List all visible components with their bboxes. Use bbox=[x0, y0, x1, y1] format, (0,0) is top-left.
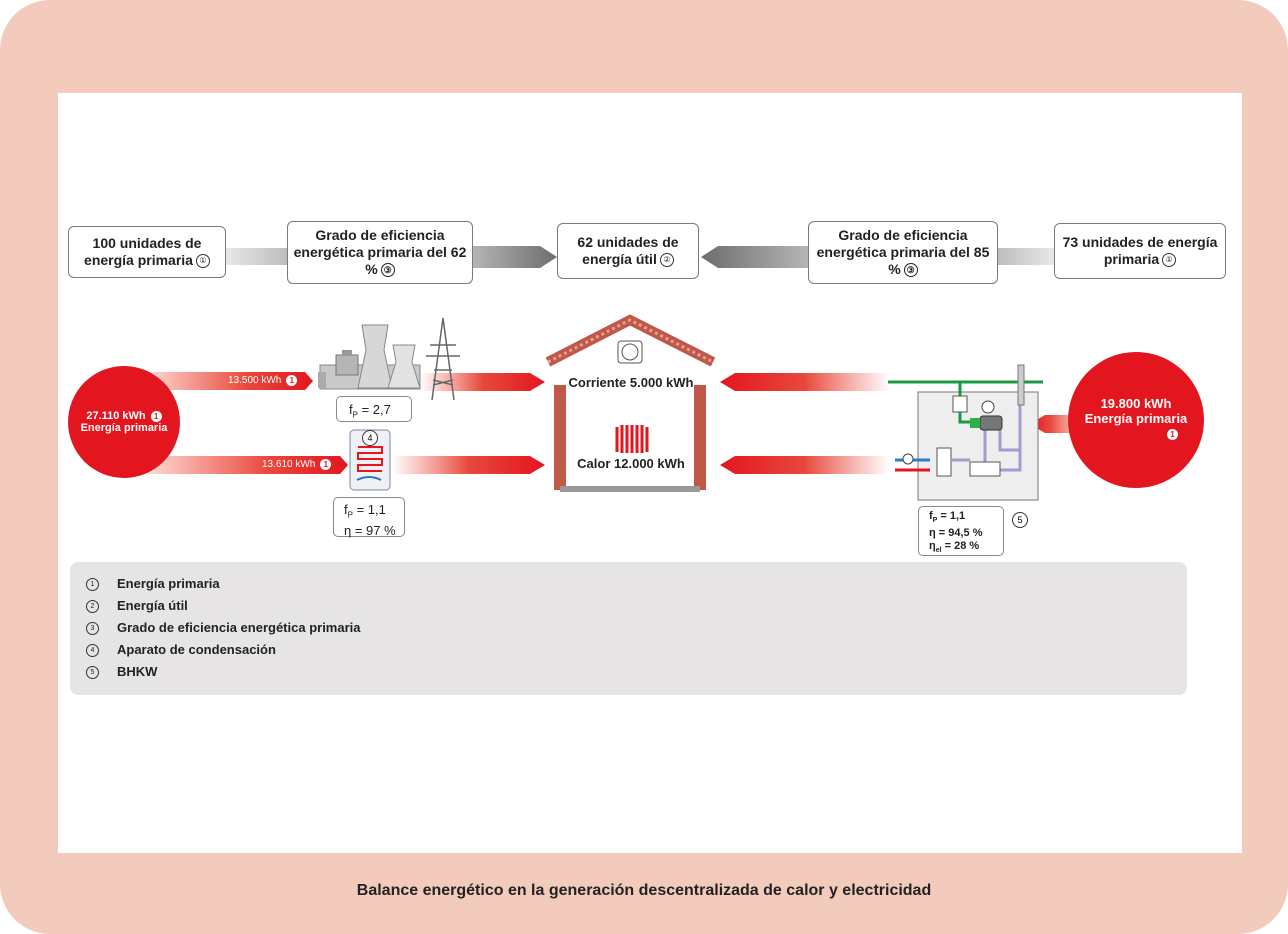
flow-label-power-plant: 13.500 kWh 1 bbox=[228, 375, 298, 387]
flow-value: 13.610 kWh bbox=[262, 459, 316, 471]
eta-el-label: η bbox=[929, 540, 936, 553]
chp-marker: 5 bbox=[1012, 512, 1028, 528]
legend-num: 4 bbox=[86, 644, 99, 658]
box-text: Grado de eficiencia energética primaria … bbox=[293, 227, 467, 277]
pylon-icon bbox=[426, 317, 460, 401]
ref-marker: ① bbox=[195, 254, 210, 269]
eta-value: η = 97 % bbox=[344, 522, 396, 538]
factor-sub: P bbox=[352, 410, 358, 420]
ref-marker: ③ bbox=[380, 263, 395, 278]
fp-value: = 1,1 bbox=[940, 510, 966, 522]
flow-value: 13.500 kWh bbox=[228, 375, 282, 387]
ref-marker: 1 bbox=[286, 375, 298, 386]
left-primary-energy-circle: 27.110 kWh 1 Energía primaria bbox=[68, 366, 180, 478]
top-arrow-left bbox=[701, 246, 808, 268]
legend-item: 2 Energía útil bbox=[86, 598, 188, 614]
ref-marker: ② bbox=[659, 253, 674, 268]
ref-marker: 1 bbox=[320, 459, 332, 470]
legend-num: 1 bbox=[86, 578, 99, 592]
ref-marker: ③ bbox=[903, 263, 918, 278]
box-efficiency-85: Grado de eficiencia energética primaria … bbox=[808, 221, 998, 284]
right-source-value: 19.800 kWh bbox=[1100, 396, 1172, 411]
legend: 1 Energía primaria 2 Energía útil 3 Grado d… bbox=[70, 562, 1187, 695]
house-electricity-label: Corriente 5.000 kWh bbox=[568, 375, 694, 390]
flow-label-boiler: 13.610 kWh 1 bbox=[262, 459, 332, 471]
flow-to-boiler bbox=[148, 456, 348, 474]
left-source-label: Energía primaria bbox=[80, 422, 168, 434]
flow-source-to-chp bbox=[1030, 415, 1080, 433]
house-heat-label: Calor 12.000 kWh bbox=[577, 456, 685, 471]
eta-value: η = 94,5 % bbox=[929, 527, 983, 540]
diagram-caption: Balance energético en la generación desc… bbox=[356, 882, 932, 899]
flow-chp-elec-to-house bbox=[720, 373, 890, 391]
top-connector-2 bbox=[998, 248, 1054, 265]
power-plant-icon bbox=[318, 324, 421, 390]
left-source-value: 27.110 kWh bbox=[86, 410, 146, 422]
ref-marker: ① bbox=[1162, 253, 1177, 268]
legend-label: BHKW bbox=[117, 664, 158, 679]
box-text: 73 unidades de energía primaria bbox=[1062, 234, 1218, 267]
ref-marker: 1 bbox=[1167, 429, 1178, 441]
factor-sub: P bbox=[932, 517, 938, 525]
chp-marker-num: 5 bbox=[1017, 515, 1023, 525]
factor-label: f bbox=[929, 510, 933, 522]
right-primary-energy-circle: 19.800 kWh Energía primaria 1 bbox=[1068, 352, 1204, 488]
factor-value: = 2,7 bbox=[361, 402, 391, 417]
box-text: Grado de eficiencia energética primaria … bbox=[816, 227, 990, 277]
chp-unit-icon bbox=[888, 364, 1043, 501]
legend-item: 4 Aparato de condensación bbox=[86, 642, 276, 658]
flow-chp-heat-to-house bbox=[720, 456, 890, 474]
house-icon bbox=[545, 314, 716, 492]
factor-label: f bbox=[349, 402, 353, 417]
factor-sub: P bbox=[347, 510, 353, 520]
flow-to-plant bbox=[148, 372, 313, 390]
legend-item: 5 BHKW bbox=[86, 664, 158, 680]
chp-factor-box: fP = 1,1 η = 94,5 % ηel = 28 % bbox=[918, 506, 1004, 556]
power-plant-factor-box: fP = 2,7 bbox=[336, 396, 412, 422]
right-source-label: Energía primaria bbox=[1084, 411, 1188, 426]
legend-label: Grado de eficiencia energética primaria bbox=[117, 620, 361, 635]
legend-label: Energía útil bbox=[117, 598, 188, 613]
box-text: 100 unidades de energía primaria bbox=[84, 235, 202, 268]
boiler-factor-box: fP = 1,1 η = 97 % bbox=[333, 497, 405, 538]
box-text: 62 unidades de energía útil bbox=[577, 234, 679, 267]
legend-num: 5 bbox=[86, 666, 99, 680]
top-arrow-right bbox=[472, 246, 557, 268]
ref-marker: 1 bbox=[150, 410, 162, 422]
legend-num: 2 bbox=[86, 600, 99, 614]
boiler-marker-num: 4 bbox=[367, 433, 373, 443]
legend-item: 3 Grado de eficiencia energética primaria bbox=[86, 620, 361, 636]
legend-item: 1 Energía primaria bbox=[86, 576, 220, 592]
boiler-marker: 4 bbox=[362, 430, 378, 446]
legend-label: Energía primaria bbox=[117, 576, 220, 591]
eta-el-value: = 28 % bbox=[944, 540, 980, 553]
legend-label: Aparato de condensación bbox=[117, 642, 276, 657]
top-connector-1 bbox=[225, 248, 287, 265]
box-efficiency-62: Grado de eficiencia energética primaria … bbox=[287, 221, 473, 284]
eta-el-sub: el bbox=[935, 547, 942, 555]
legend-num: 3 bbox=[86, 622, 99, 636]
flow-boiler-to-house bbox=[392, 456, 545, 474]
fp-value: = 1,1 bbox=[356, 502, 386, 517]
factor-label: f bbox=[344, 502, 348, 517]
